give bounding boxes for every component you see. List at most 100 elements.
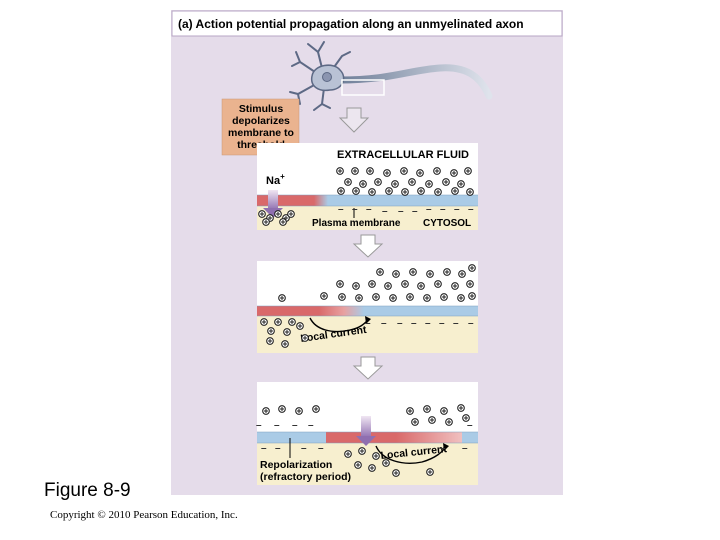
negative-charge-mark: –: [274, 420, 280, 431]
sodium-ion-icon: [267, 327, 275, 335]
sodium-ion-icon: [406, 293, 414, 301]
sodium-ion-icon: [468, 292, 476, 300]
sodium-ion-icon: [312, 405, 320, 413]
sodium-ion-icon: [428, 416, 436, 424]
sodium-ion-icon: [466, 188, 474, 196]
sodium-ion-icon: [274, 318, 282, 326]
sodium-ion-icon: [354, 461, 362, 469]
sodium-ion-icon: [443, 268, 451, 276]
membrane-gradient-3: [396, 432, 462, 443]
panel-2: Local current: [257, 261, 478, 353]
na-influx-arrow-shaft-2: [361, 416, 371, 438]
stimulus-text-2: depolarizes: [232, 115, 290, 127]
zoom-region-box: [341, 79, 385, 96]
membrane-depolarized-1: [257, 195, 314, 206]
sodium-ion-icon: [368, 188, 376, 196]
sodium-ion-icon: [368, 280, 376, 288]
membrane-resting-2: [364, 306, 478, 316]
zoom-arrow-icon: [338, 107, 370, 133]
sodium-ion-icon: [450, 169, 458, 177]
sodium-ion-icon: [451, 282, 459, 290]
sodium-ion-icon: [401, 280, 409, 288]
membrane-resting-3b: [462, 432, 478, 443]
sodium-ion-icon: [281, 340, 289, 348]
sodium-ion-icon: [320, 292, 328, 300]
negative-charge-mark: –: [439, 318, 445, 329]
sodium-ion-icon: [260, 318, 268, 326]
sodium-ion-icon: [423, 294, 431, 302]
sodium-ion-icon: [266, 337, 274, 345]
sodium-ion-icon: [351, 167, 359, 175]
ion-layer: [258, 167, 476, 477]
sodium-ion-icon: [376, 268, 384, 276]
sodium-ion-icon: [417, 282, 425, 290]
membrane-depolarized-2: [257, 306, 319, 316]
sodium-ion-icon: [451, 187, 459, 195]
sodium-ion-icon: [344, 450, 352, 458]
negative-charge-mark: –: [338, 204, 344, 215]
step-arrow-icon-1: [352, 234, 384, 258]
charge-layer: –––––––––––––––––––––––––––––: [256, 204, 474, 454]
figure-header-box: [171, 10, 563, 37]
stimulus-text-3: membrane to: [228, 127, 294, 139]
cytosol-label: CYTOSOL: [423, 218, 471, 229]
negative-charge-mark: –: [398, 206, 404, 217]
negative-charge-mark: –: [256, 420, 262, 431]
sodium-ion-icon: [466, 280, 474, 288]
step-arrow-icon-2: [352, 356, 384, 380]
negative-charge-mark: –: [292, 420, 298, 431]
sodium-ion-icon: [383, 169, 391, 177]
repolarization-text-2: (refractory period): [260, 471, 351, 483]
copyright-notice: Copyright © 2010 Pearson Education, Inc.: [50, 509, 238, 521]
sodium-ion-icon: [336, 167, 344, 175]
repolarization-text-1: Repolarization: [260, 459, 332, 471]
sodium-ion-icon: [355, 294, 363, 302]
sodium-ion-icon: [262, 218, 270, 226]
sodium-ion-icon: [374, 178, 382, 186]
sodium-ion-icon: [301, 334, 309, 342]
sodium-ion-icon: [392, 469, 400, 477]
negative-charge-mark: –: [352, 204, 358, 215]
sodium-ion-icon: [440, 293, 448, 301]
sodium-ion-icon: [295, 407, 303, 415]
neuron-illustration: [289, 41, 493, 111]
sodium-ion-icon: [457, 294, 465, 302]
sodium-ion-icon: [274, 210, 282, 218]
negative-charge-mark: –: [440, 443, 446, 454]
sodium-ion-icon: [278, 294, 286, 302]
sodium-ion-icon: [416, 169, 424, 177]
sodium-ion-icon: [359, 180, 367, 188]
sodium-ion-icon: [462, 414, 470, 422]
negative-charge-mark: –: [440, 204, 446, 215]
sodium-ion-icon: [457, 180, 465, 188]
sodium-ion-icon: [262, 407, 270, 415]
sodium-ion-icon: [440, 407, 448, 415]
sodium-ion-icon: [425, 180, 433, 188]
sodium-ion-icon: [468, 264, 476, 272]
sodium-ion-icon: [336, 280, 344, 288]
negative-charge-mark: –: [468, 318, 474, 329]
sodium-ion-icon: [434, 188, 442, 196]
sodium-ion-icon: [442, 178, 450, 186]
sodium-ion-icon: [338, 293, 346, 301]
na-influx-arrow-icon-2: [356, 436, 376, 446]
negative-charge-mark: –: [397, 318, 403, 329]
sodium-ion-icon: [457, 404, 465, 412]
sodium-ion-icon: [382, 459, 390, 467]
local-current-arrowhead-1: [365, 316, 371, 324]
plasma-membrane-label: Plasma membrane: [312, 218, 401, 229]
sodium-ion-icon: [337, 187, 345, 195]
sodium-ion-icon: [296, 322, 304, 330]
negative-charge-mark: –: [261, 443, 267, 454]
sodium-ion-icon: [391, 180, 399, 188]
sodium-ion-icon: [411, 418, 419, 426]
figure-label: Figure 8-9: [44, 480, 131, 501]
sodium-ion-icon: [389, 294, 397, 302]
extracellular-label: EXTRACELLULAR FLUID: [337, 149, 469, 161]
sodium-ion-icon: [401, 188, 409, 196]
negative-charge-mark: –: [425, 318, 431, 329]
membrane-gradient-2: [319, 306, 364, 316]
sodium-ion-icon: [434, 280, 442, 288]
local-current-arrow-1: [309, 317, 369, 333]
